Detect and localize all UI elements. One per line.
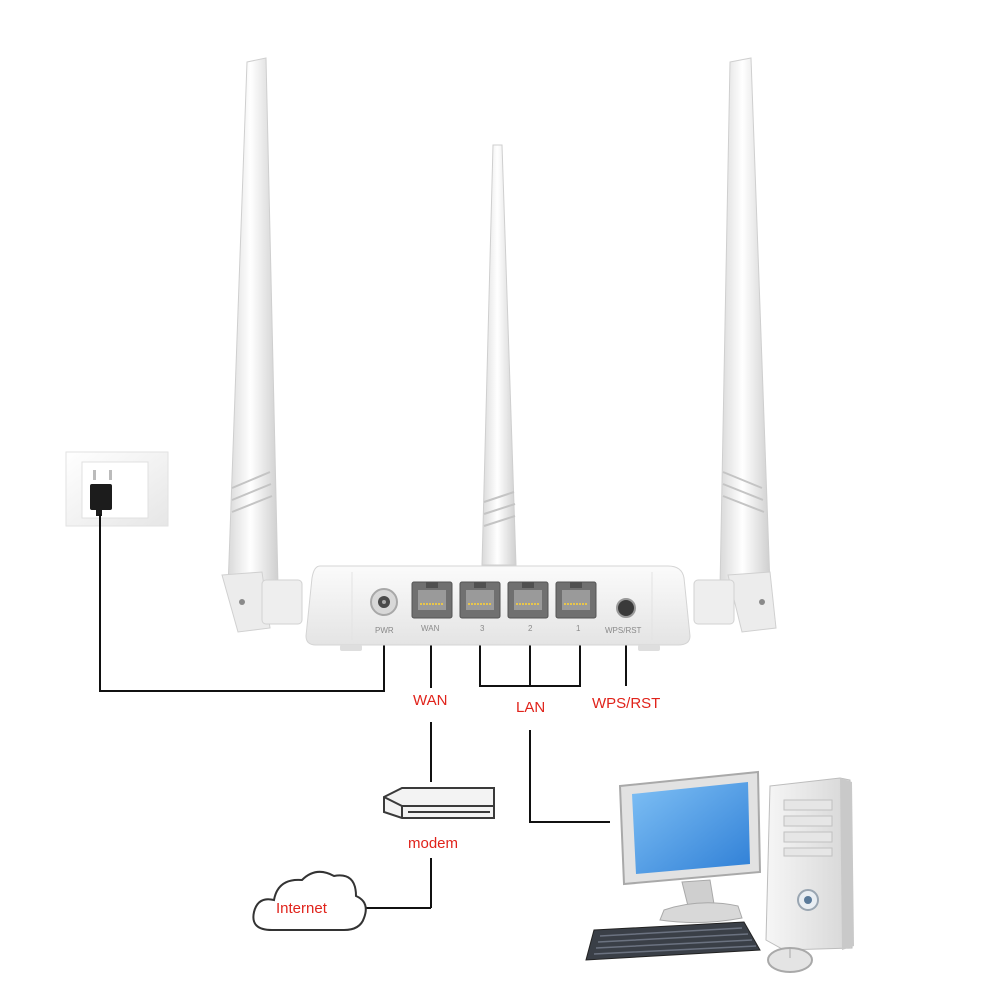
pwr-port[interactable] (370, 588, 398, 616)
lan-callout: LAN (516, 699, 546, 716)
router-icon: PWR WAN 3 2 1 WPS/RST (221, 57, 777, 651)
power-cable (99, 514, 385, 692)
modem-icon (383, 787, 495, 819)
tower (765, 777, 854, 951)
wan-port[interactable] (411, 581, 453, 619)
lan-to-pc-cable (529, 730, 610, 823)
modem-callout: modem (408, 835, 459, 852)
wall-outlet-icon (65, 451, 169, 527)
desktop-computer-icon (585, 770, 854, 973)
left-antenna (221, 57, 303, 633)
power-plug-icon (90, 484, 112, 516)
monitor (618, 770, 762, 924)
lan-port-1[interactable] (555, 581, 597, 619)
lan-port-2[interactable] (507, 581, 549, 619)
wps-rst-port-label: WPS/RST (605, 626, 642, 635)
right-antenna (693, 57, 777, 633)
keyboard (585, 921, 761, 961)
pwr-port-label: PWR (375, 626, 394, 635)
wps-rst-callout: WPS/RST (592, 695, 661, 712)
monitor-screen (632, 782, 750, 874)
wan-port-label: WAN (421, 624, 440, 633)
cloud-icon (252, 870, 367, 931)
lan-port-3-label: 3 (480, 624, 485, 633)
wan-callout: WAN (413, 692, 448, 709)
cables (99, 514, 627, 909)
middle-antenna (481, 144, 517, 566)
internet-callout: Internet (276, 900, 327, 917)
lan-port-2-label: 2 (528, 624, 533, 633)
lan-port-3[interactable] (459, 581, 501, 619)
wps-rst-button[interactable] (616, 598, 636, 618)
lan-port-1-label: 1 (576, 624, 581, 633)
mouse (767, 947, 813, 973)
